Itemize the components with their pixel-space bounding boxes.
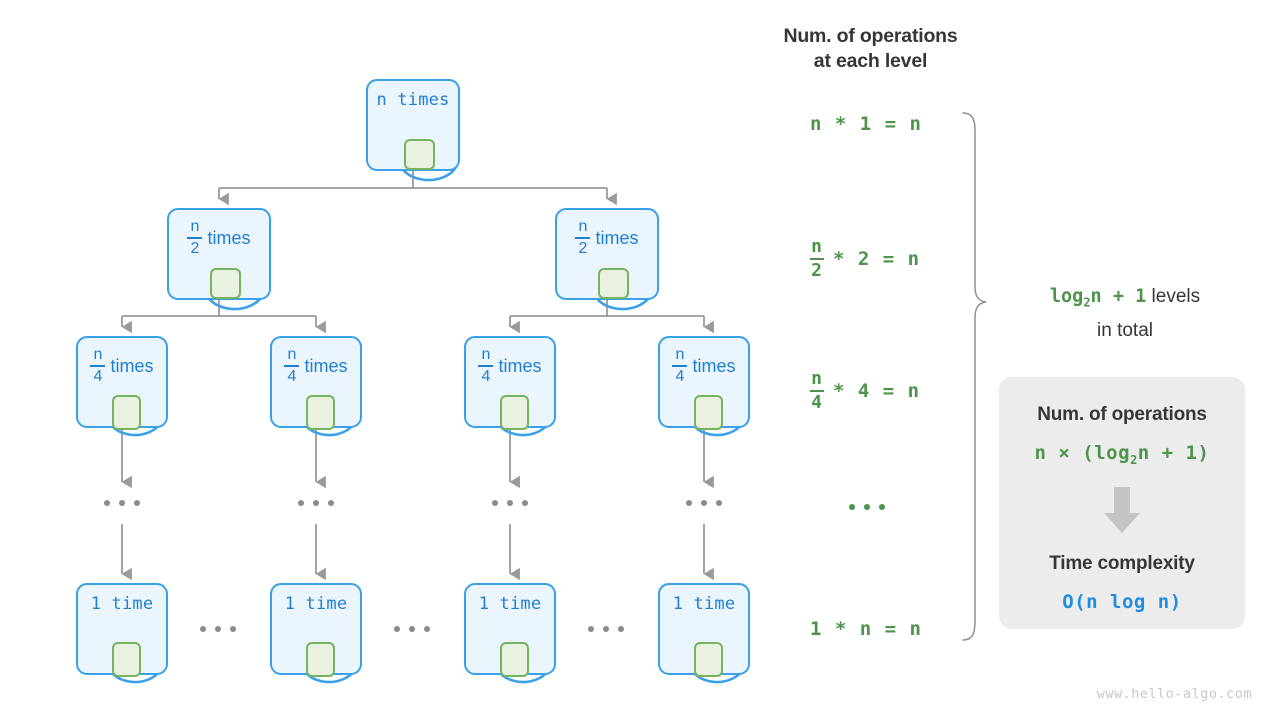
tree-node-leaf-0[interactable]: 1 time [76,583,168,677]
fraction: n 2 [575,219,591,257]
node-label: n 4 times [272,347,360,385]
fraction-bar [672,365,688,367]
panel-formula-operations: n × (log2n + 1) [1034,442,1210,467]
operations-header-line-2: at each level [813,50,928,72]
levels-line-1: log2n + 1 levels [1010,283,1240,317]
node-label: n 4 times [78,347,166,385]
operation-box [306,642,335,677]
ellipsis-icon [298,500,334,506]
operation-box [404,139,435,170]
formula-level-3: n 4 * 4 = n [810,370,920,412]
levels-brace [962,112,987,641]
node-label: n 4 times [466,347,554,385]
fraction-bar [810,390,824,393]
tree-node-level-3-3[interactable]: n 4 times [658,336,750,430]
tree-node-level-3-2[interactable]: n 4 times [464,336,556,430]
operation-box [210,268,241,299]
node-label: 1 time [672,594,736,614]
formula-text: n * 1 = n [810,113,922,135]
node-label: n times [376,90,450,110]
tree-node-leaf-3[interactable]: 1 time [658,583,750,677]
operation-box [112,642,141,677]
node-label: n 2 times [557,219,657,257]
fraction-bar [284,365,300,367]
node-label: 1 time [478,594,542,614]
formula-text: 1 * n = n [810,618,922,640]
levels-in-total: log2n + 1 levels in total [1010,283,1240,345]
levels-line-2: in total [1097,319,1153,341]
node-label: 1 time [284,594,348,614]
operation-box [694,642,723,677]
fraction: n 2 [187,219,203,257]
ellipsis-icon [588,626,624,632]
panel-title-operations: Num. of operations [1037,404,1207,425]
ellipsis-icon [394,626,430,632]
tree-node-level-3-1[interactable]: n 4 times [270,336,362,430]
formula-ellipsis-icon [849,504,885,510]
ellipsis-icon [200,626,236,632]
ellipsis-icon [104,500,140,506]
formula-text: * 2 = n [833,248,921,271]
operation-box [112,395,141,430]
tree-node-level-3-0[interactable]: n 4 times [76,336,168,430]
tree-node-level-2-1[interactable]: n 2 times [555,208,659,300]
fraction-bar [478,365,494,367]
fraction: n 4 [810,368,824,414]
node-label-text: times [304,355,348,376]
fraction: n 4 [90,347,106,385]
tree-node-leaf-1[interactable]: 1 time [270,583,362,677]
operation-box [694,395,723,430]
operation-box [500,395,529,430]
fraction: n 4 [672,347,688,385]
operations-header-line-1: Num. of operations [783,25,958,47]
operation-box [306,395,335,430]
formula-level-2: n 2 * 2 = n [810,238,920,280]
node-label: 1 time [90,594,154,614]
levels-suffix: levels [1151,286,1201,307]
node-label-text: times [595,227,639,248]
formula-level-1: n * 1 = n [810,113,922,135]
node-label-text: times [110,355,154,376]
fraction-bar [810,258,824,261]
summary-panel: Num. of operations n × (log2n + 1) Time … [999,377,1245,629]
fraction: n 4 [284,347,300,385]
fraction-bar [187,237,203,239]
levels-formula: log2n + 1 [1049,286,1147,310]
operation-box [500,642,529,677]
operation-box [598,268,629,299]
ellipsis-icon [492,500,528,506]
fraction-bar [575,237,591,239]
node-label: n 2 times [169,219,269,257]
node-label-text: times [207,227,251,248]
panel-title-complexity: Time complexity [1049,553,1195,574]
tree-node-level-1-0[interactable]: n times [366,79,460,171]
fraction: n 2 [810,236,824,282]
panel-formula-complexity: O(n log n) [1062,591,1182,613]
fraction: n 4 [478,347,494,385]
node-label-text: times [692,355,736,376]
watermark: www.hello-algo.com [1096,686,1252,702]
ellipsis-icon [686,500,722,506]
fraction-bar [90,365,106,367]
tree-node-level-2-0[interactable]: n 2 times [167,208,271,300]
node-label-text: times [498,355,542,376]
formula-text: * 4 = n [833,380,921,403]
operations-column-header: Num. of operations at each level [748,24,993,74]
node-label: n 4 times [660,347,748,385]
tree-node-leaf-2[interactable]: 1 time [464,583,556,677]
formula-level-last: 1 * n = n [810,618,922,640]
